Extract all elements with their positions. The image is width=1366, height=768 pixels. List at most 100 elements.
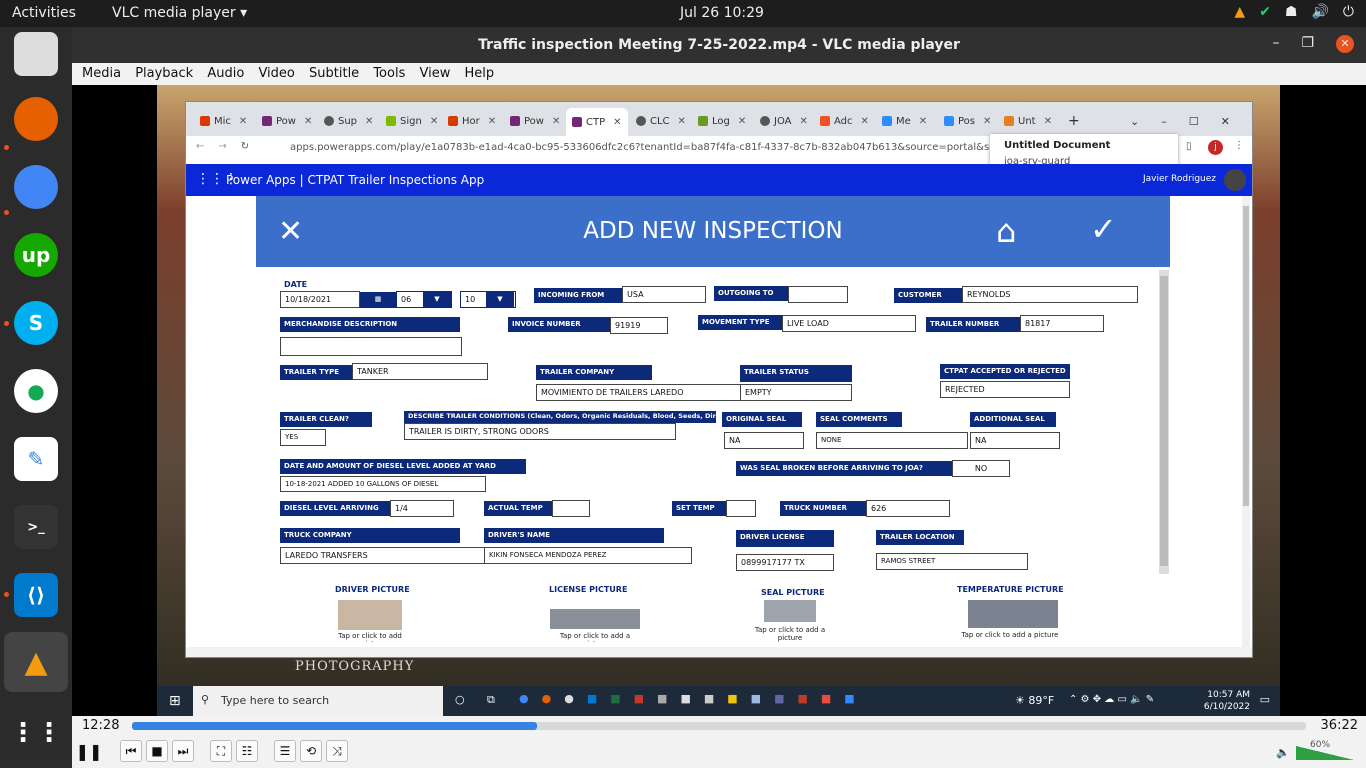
tab[interactable]: CLC✕ (636, 110, 686, 132)
movement-type-field[interactable]: LIVE LOAD (782, 315, 916, 332)
trailer-company-field[interactable]: MOVIMIENTO DE TRAILERS LAREDO (536, 384, 742, 401)
maximize-icon[interactable]: ❐ (1301, 35, 1314, 51)
loop-button[interactable]: ⟲ (300, 740, 322, 762)
tab[interactable]: Adc✕ (820, 110, 869, 132)
minimize-icon[interactable]: – (1272, 35, 1280, 51)
close-icon[interactable]: ✕ (983, 115, 992, 127)
close-icon[interactable]: ✕ (365, 115, 374, 127)
close-icon[interactable]: ✕ (1336, 35, 1354, 53)
seal-comments-field[interactable]: NONE (816, 432, 968, 449)
tab-active[interactable]: CTP✕ (566, 108, 628, 136)
maximize-icon[interactable]: ☐ (1188, 114, 1199, 128)
text-editor-icon[interactable]: ✎ (14, 437, 58, 481)
truck-company-field[interactable]: LAREDO TRANSFERS (280, 547, 486, 564)
chrome-icon[interactable] (14, 165, 58, 209)
system-tray[interactable]: ▲ ✔ ☗ 🔊 ⏻ (1234, 4, 1354, 20)
tab[interactable]: Log✕ (698, 110, 746, 132)
vlc-dock-icon[interactable]: ▲ (4, 632, 68, 692)
seek-bar[interactable] (132, 722, 1306, 730)
vscode-icon[interactable]: ⟨⟩ (14, 573, 58, 617)
files-icon[interactable] (14, 32, 58, 76)
home-icon[interactable]: ⌂ (996, 212, 1017, 250)
seal-picture[interactable] (764, 600, 816, 622)
file-explorer-icon[interactable]: ■ (727, 692, 738, 705)
menu-subtitle[interactable]: Subtitle (309, 66, 360, 81)
chrome-icon[interactable]: ● (519, 692, 529, 705)
menu-playback[interactable]: Playback (135, 66, 194, 81)
trailer-number-field[interactable]: 81817 (1020, 315, 1104, 332)
tab[interactable]: Pow✕ (262, 110, 312, 132)
skype-icon[interactable]: S (14, 301, 58, 345)
tab-search-icon[interactable]: ⌄ (1130, 114, 1140, 128)
tray-icons[interactable]: ⌃ ⚙ ✥ ☁ ▭ 🔈 ✎ (1069, 694, 1155, 705)
driver-license-field[interactable]: 0899917177 TX (736, 554, 834, 571)
next-button[interactable]: ⏭ (172, 740, 194, 762)
chevron-down-icon[interactable]: ▼ (486, 292, 514, 307)
check-icon[interactable]: ✓ (1090, 210, 1117, 248)
terminal-icon[interactable]: ■ (703, 692, 715, 705)
merchandise-field[interactable] (280, 337, 462, 356)
stop-button[interactable]: ■ (146, 740, 168, 762)
cortana-icon[interactable]: ○ (455, 693, 465, 706)
zoom-icon[interactable]: ■ (844, 692, 855, 705)
vlc-tray-icon[interactable]: ▲ (1234, 4, 1246, 20)
set-temp-field[interactable] (726, 500, 756, 517)
close-icon[interactable]: ✕ (303, 115, 313, 127)
previous-button[interactable]: ⏮ (120, 740, 142, 762)
close-icon[interactable]: ✕ (238, 115, 248, 127)
terminal-icon[interactable]: >_ (14, 505, 58, 549)
profile-avatar[interactable]: j (1208, 140, 1223, 155)
app-icon[interactable]: ■ (750, 692, 762, 705)
app-menu[interactable]: VLC media player ▾ (112, 5, 248, 21)
tab[interactable]: Sup✕ (324, 110, 373, 132)
trailer-clean-field[interactable]: YES (280, 429, 326, 446)
power-icon[interactable]: ⏻ (1342, 4, 1354, 20)
calendar-icon[interactable]: ▦ (360, 292, 396, 308)
pause-button[interactable]: ❚❚ (75, 741, 103, 761)
upwork-icon[interactable]: up (14, 233, 58, 277)
app-icon[interactable]: ■ (797, 692, 808, 705)
tab[interactable]: Mic✕ (200, 110, 247, 132)
temperature-picture[interactable] (968, 600, 1058, 628)
license-picture[interactable] (550, 609, 640, 629)
app-icon[interactable]: ■ (680, 692, 691, 705)
outlook-icon[interactable]: ■ (586, 692, 598, 705)
app-scrollbar[interactable] (1159, 270, 1169, 574)
playlist-button[interactable]: ☰ (274, 740, 296, 762)
date-input[interactable]: 10/18/2021 (280, 291, 360, 308)
teams-icon[interactable]: ■ (774, 692, 785, 705)
mongodb-icon[interactable]: ● (14, 369, 58, 413)
original-seal-field[interactable]: NA (724, 432, 804, 449)
page-vertical-scrollbar[interactable] (1242, 196, 1250, 649)
additional-seal-field[interactable]: NA (970, 432, 1060, 449)
app-scrollbar-thumb[interactable] (1160, 276, 1168, 566)
extended-settings-button[interactable]: ☷ (236, 740, 258, 762)
show-apps-icon[interactable]: ⋮⋮ (10, 718, 62, 748)
outgoing-to-field[interactable] (788, 286, 848, 303)
trailer-location-field[interactable]: RAMOS STREET (876, 553, 1028, 570)
scrollbar-thumb[interactable] (1243, 206, 1249, 506)
minimize-icon[interactable]: – (1161, 114, 1167, 128)
shuffle-button[interactable]: ⤨ (326, 740, 348, 762)
close-icon[interactable]: ✕ (278, 214, 304, 249)
taskbar-clock[interactable]: 10:57 AM 6/10/2022 (1203, 690, 1250, 712)
acrobat-icon[interactable]: ■ (820, 692, 832, 705)
firefox-icon[interactable] (14, 97, 58, 141)
network-icon[interactable]: ☗ (1284, 4, 1298, 20)
close-icon[interactable]: ✕ (677, 115, 686, 127)
fullscreen-button[interactable]: ⛶ (210, 740, 232, 762)
driver-picture[interactable] (338, 600, 402, 630)
notifications-icon[interactable]: ▭ (1259, 693, 1270, 706)
close-icon[interactable]: ✕ (799, 115, 808, 127)
menu-media[interactable]: Media (82, 66, 122, 81)
menu-view[interactable]: View (419, 66, 451, 81)
close-icon[interactable]: ✕ (918, 115, 928, 127)
trailer-type-field[interactable]: TANKER (352, 363, 488, 380)
app-icon[interactable]: ■ (633, 692, 645, 705)
close-icon[interactable]: ✕ (737, 115, 747, 127)
trailer-status-field[interactable]: EMPTY (740, 384, 852, 401)
tab[interactable]: Unt✕ (1004, 110, 1052, 132)
close-icon[interactable]: ✕ (1043, 115, 1052, 127)
back-icon[interactable]: ← (196, 141, 205, 152)
chevron-down-icon[interactable]: ▼ (423, 292, 451, 307)
